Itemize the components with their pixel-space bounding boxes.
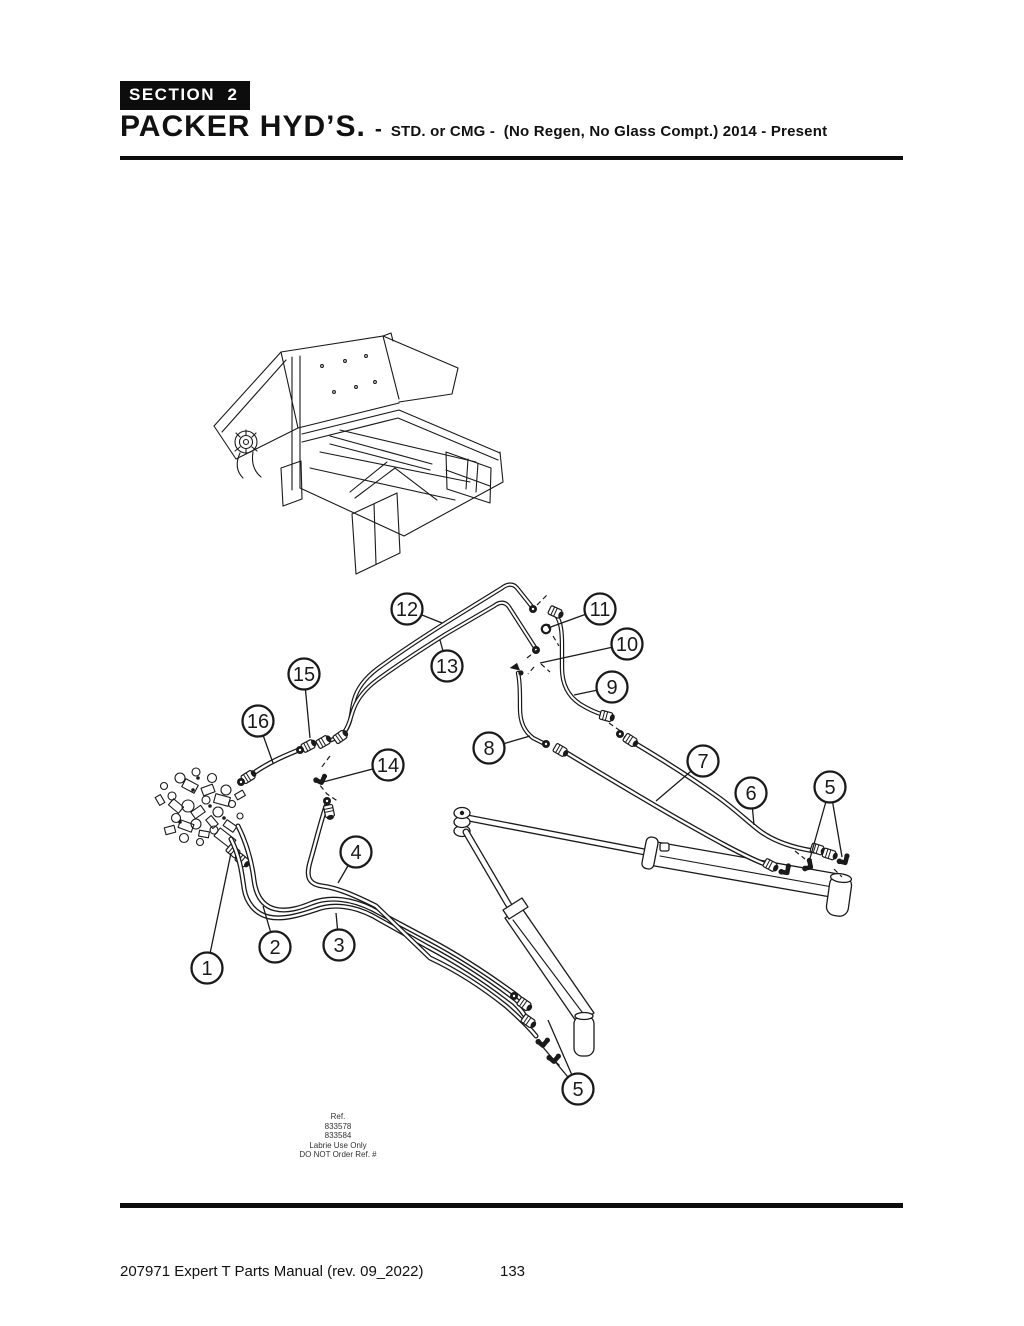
callout-label: 12 (396, 599, 418, 621)
callout-bubble-11: 11 (583, 592, 617, 626)
callout-bubble-12: 12 (390, 592, 424, 626)
fitting-nut (314, 733, 334, 750)
callout-bubble-10: 10 (610, 627, 644, 661)
callout-circle (472, 731, 506, 765)
callout-circle (390, 592, 424, 626)
callout-bubble-4: 4 (339, 835, 373, 869)
callout-circle (241, 704, 275, 738)
fitting-nut (322, 803, 336, 822)
callout-circle (813, 770, 847, 804)
callout-circle (339, 835, 373, 869)
fitting-ball (532, 646, 540, 654)
callout-bubble-5-right: 5 (813, 770, 847, 804)
callout-circle (258, 930, 292, 964)
fitting-ball (296, 746, 304, 754)
section-badge: SECTION 2 (120, 81, 251, 110)
fitting-ball (542, 740, 550, 748)
fitting-ball (510, 992, 518, 1000)
callout-label: 5 (572, 1079, 583, 1101)
callout-circle (190, 951, 224, 985)
callout-circle (287, 657, 321, 691)
fitting-elbow (836, 851, 850, 866)
callout-circle (734, 776, 768, 810)
callout-label: 16 (247, 711, 269, 733)
callout-label: 15 (293, 664, 315, 686)
callout-label: 5 (824, 777, 835, 799)
tube-8 (518, 673, 545, 744)
callout-label: 6 (745, 783, 756, 805)
tube-9 (556, 615, 604, 715)
fitting-elbow (545, 1049, 562, 1066)
callout-bubble-13: 13 (430, 649, 464, 683)
packer-cylinder-lower (466, 832, 595, 1057)
fitting-nut (598, 709, 617, 724)
page-title-row: PACKER HYD’S. - STD. or CMG - (No Regen,… (120, 110, 827, 144)
packer-cylinder-upper (453, 806, 853, 917)
callout-label: 8 (483, 738, 494, 760)
fitting-nut (821, 847, 840, 862)
header-rule (120, 156, 903, 160)
fitting-ball (529, 605, 537, 613)
footer-page-number: 133 (500, 1263, 526, 1280)
callout-label: 11 (590, 599, 611, 621)
tube-13 (324, 603, 536, 742)
ref-note-line: 833578 (324, 1121, 352, 1131)
fitting-ball (323, 797, 331, 805)
callout-label: 10 (616, 634, 638, 656)
callout-circle (583, 592, 617, 626)
ref-note-line: DO NOT Order Ref. # (299, 1150, 377, 1160)
fitting-nut (547, 604, 566, 621)
fitting-ringnut (539, 622, 553, 636)
callout-circle (322, 928, 356, 962)
callout-bubble-15: 15 (287, 657, 321, 691)
hose-6 (626, 738, 821, 852)
callouts: 12 13 11 10 9 15 (190, 592, 847, 1106)
callout-bubble-1: 1 (190, 951, 224, 985)
fitting-ball (237, 778, 245, 786)
callout-bubble-3: 3 (322, 928, 356, 962)
callout-bubble-7: 7 (686, 744, 720, 778)
callout-label: 2 (269, 937, 280, 959)
ref-note-line: 833584 (324, 1131, 352, 1141)
ref-note-line: Ref. (330, 1112, 346, 1121)
callout-bubble-6: 6 (734, 776, 768, 810)
callout-bubble-9: 9 (595, 670, 629, 704)
callout-circle (430, 649, 464, 683)
callout-bubble-14: 14 (371, 748, 405, 782)
callout-circle (686, 744, 720, 778)
callout-circle (371, 748, 405, 782)
truck-illustration (213, 332, 504, 575)
fitting-ball (616, 730, 624, 738)
footer-manual-info: 207971 Expert T Parts Manual (rev. 09_20… (120, 1263, 424, 1280)
page-title: PACKER HYD’S. (120, 110, 366, 143)
callout-circle (595, 670, 629, 704)
callout-label: 3 (333, 935, 344, 957)
callout-bubble-8: 8 (472, 731, 506, 765)
ref-note-line: Labrie Use Only (309, 1140, 367, 1150)
ref-note: Ref. 833578 833584 Labrie Use Only DO NO… (262, 1112, 414, 1160)
fitting-elbow (312, 770, 328, 786)
callout-label: 13 (436, 656, 458, 678)
hose-4 (308, 806, 536, 1036)
callout-label: 1 (201, 958, 212, 980)
callout-circle (610, 627, 644, 661)
callout-label: 4 (350, 842, 361, 864)
callout-circle (561, 1072, 595, 1106)
callout-label: 7 (697, 751, 708, 773)
callout-bubble-5-bottom: 5 (561, 1072, 595, 1106)
callout-label: 14 (377, 755, 399, 777)
title-dash: - (374, 118, 382, 141)
hydraulic-lines (231, 585, 821, 1036)
callout-bubble-2: 2 (258, 930, 292, 964)
callout-label: 9 (606, 677, 617, 699)
footer-rule (120, 1203, 903, 1208)
page-subtitle: STD. or CMG - (No Regen, No Glass Compt.… (390, 123, 828, 140)
callout-bubble-16: 16 (241, 704, 275, 738)
